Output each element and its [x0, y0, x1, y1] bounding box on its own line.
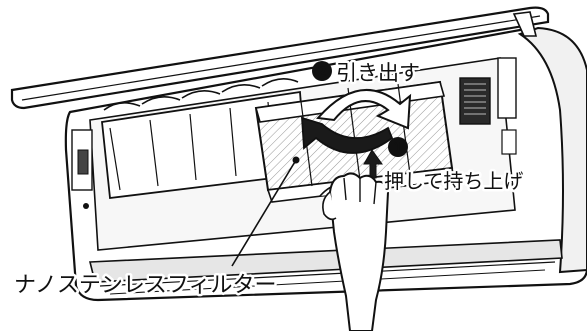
- leader-line: [231, 159, 297, 267]
- step1-callout: 1 押して持ち上げ: [382, 137, 526, 196]
- step1-badge-circle: [388, 137, 408, 157]
- front-panel-open: [10, 6, 550, 110]
- left-air-filter: [101, 78, 307, 200]
- step1-number: 1: [393, 141, 402, 156]
- pull-out-arrow: [301, 89, 412, 154]
- step2-number: 2: [317, 65, 326, 80]
- step2-badge-circle: [312, 61, 332, 81]
- right-side-components: [459, 57, 517, 155]
- step2-text: 引き出す: [336, 61, 420, 85]
- leader-dot: [292, 156, 300, 164]
- part-label: ナノステンレスフィルター: [14, 273, 276, 298]
- step2-callout: 2 引き出す: [312, 59, 423, 88]
- hand-illustration: [322, 172, 390, 331]
- step1-text: 押して持ち上げ: [384, 169, 523, 193]
